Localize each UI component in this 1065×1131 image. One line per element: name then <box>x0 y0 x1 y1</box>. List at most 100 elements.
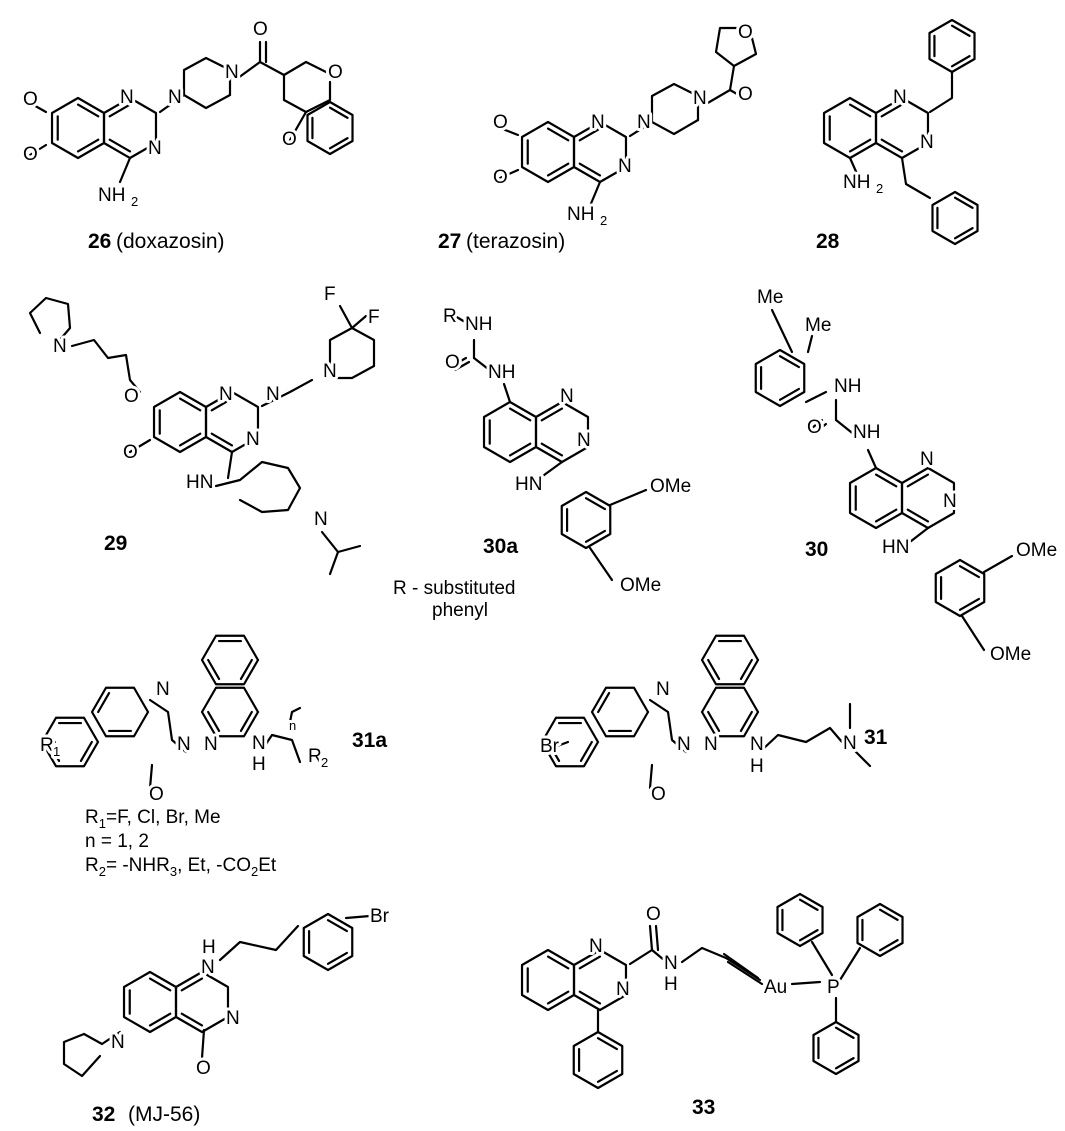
bond <box>900 156 932 200</box>
atom-o: O <box>738 84 753 105</box>
bond <box>814 422 828 434</box>
bond <box>288 706 302 724</box>
atom-n: N <box>252 733 266 754</box>
bond <box>546 127 570 142</box>
bond <box>40 716 100 768</box>
bond <box>648 924 654 952</box>
atom-o: O <box>807 417 822 438</box>
bond <box>214 460 302 514</box>
atom-h: H <box>252 754 266 775</box>
atom-n: N <box>204 734 218 755</box>
bond <box>584 497 607 511</box>
bond <box>874 508 898 523</box>
atom-n: N <box>843 733 857 754</box>
compound-number-33: 33 <box>692 1096 715 1119</box>
bond <box>180 977 204 992</box>
structure-33: N N O N H Au P 33 <box>586 901 843 1119</box>
structure-31a: N N N O N H n R 2 R 1 31a <box>37 676 387 808</box>
bond <box>76 138 100 153</box>
compound-number-26: 26 <box>88 230 111 253</box>
atom-n: N <box>148 138 162 159</box>
atom-o: O <box>23 144 38 165</box>
subscript-1: 1 <box>53 744 60 759</box>
bond <box>848 466 904 530</box>
bond <box>547 740 561 763</box>
bond <box>856 902 904 958</box>
atom-n: N <box>225 62 239 83</box>
bond <box>498 126 520 137</box>
bond <box>450 356 468 368</box>
bond <box>207 658 221 681</box>
atom-r: R <box>443 306 457 327</box>
atom-n: N <box>920 449 934 470</box>
atom-r1: R <box>40 735 54 756</box>
atom-n: N <box>226 1008 240 1029</box>
atom-n: N <box>656 679 670 700</box>
bond <box>320 530 340 576</box>
index-n: n <box>289 718 296 733</box>
bond <box>560 490 612 550</box>
bond <box>90 686 150 738</box>
bond <box>722 952 760 980</box>
bond <box>778 387 801 401</box>
compound-name-32: (MJ-56) <box>128 1103 200 1126</box>
compound-number-29: 29 <box>104 532 127 555</box>
atom-n: N <box>750 734 764 755</box>
bond <box>218 924 300 962</box>
atom-n: N <box>920 132 934 153</box>
bond <box>878 939 899 952</box>
bond <box>502 382 512 404</box>
bond <box>628 948 654 966</box>
r1-subscript: 1 <box>98 815 106 831</box>
r-definition-line2: phenyl <box>432 600 488 621</box>
atom-nh2: NH <box>98 185 125 206</box>
bond <box>336 544 362 554</box>
atom-r2: R <box>308 746 322 767</box>
bond <box>584 529 607 543</box>
bond <box>76 103 100 118</box>
bond <box>848 156 860 178</box>
bond <box>904 526 930 547</box>
bond <box>906 508 930 523</box>
atom-ome: OMe <box>1016 540 1057 561</box>
bond <box>588 546 614 582</box>
bond <box>28 296 72 344</box>
atom-n: N <box>156 679 170 700</box>
atom-nh: H <box>202 937 216 958</box>
bond <box>707 710 721 733</box>
bond <box>174 970 230 1034</box>
bond <box>810 418 824 430</box>
atom-hn: HN <box>186 472 213 493</box>
bond <box>728 88 746 100</box>
bond <box>207 710 221 733</box>
bond <box>754 348 806 408</box>
bond <box>934 558 986 618</box>
compound-number-32: 32 <box>92 1103 115 1126</box>
atom-me: Me <box>757 287 783 308</box>
atom-o: O <box>493 167 508 188</box>
bond <box>848 138 872 153</box>
bond <box>953 227 974 240</box>
atom-me: Me <box>805 315 831 336</box>
bond <box>540 442 564 457</box>
bond <box>546 162 570 177</box>
atom-o: O <box>123 442 138 463</box>
bond <box>578 162 602 177</box>
bond <box>874 473 898 488</box>
bond <box>834 418 858 438</box>
bond <box>200 686 260 738</box>
bond <box>236 40 262 80</box>
atom-ome: OMe <box>620 575 661 596</box>
bond <box>726 960 764 986</box>
atom-nh: NH <box>853 422 880 443</box>
atom-n: N <box>893 87 907 108</box>
bond <box>82 1030 122 1046</box>
bond <box>848 103 872 118</box>
bond <box>834 1057 855 1070</box>
atom-o: O <box>651 784 666 805</box>
atom-br: Br <box>540 736 560 757</box>
atom-n: N <box>677 734 691 755</box>
atom-hn: HN <box>515 474 542 495</box>
bond <box>650 82 700 124</box>
